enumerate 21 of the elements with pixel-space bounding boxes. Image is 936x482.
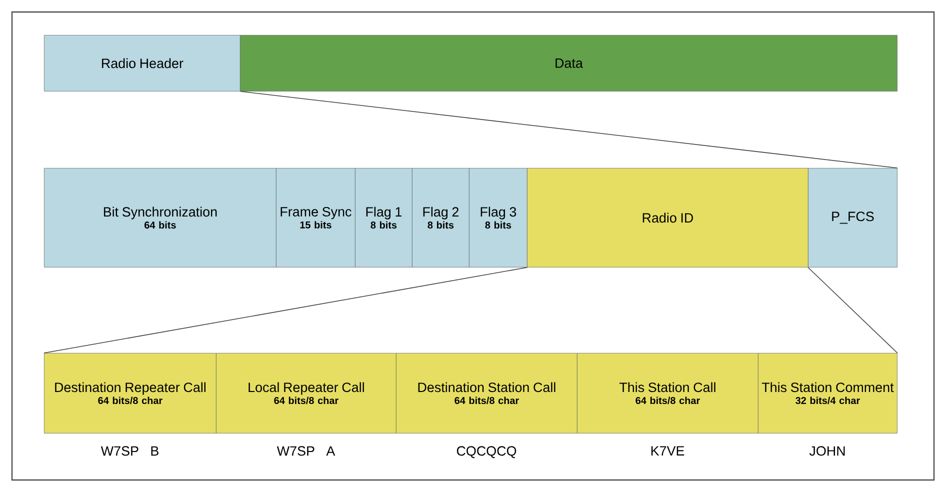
field-cell: Destination Repeater Call 64 bits/8 char bbox=[44, 353, 216, 434]
field-cell: Radio ID bbox=[527, 168, 808, 268]
callsign-label: CQCQCQ bbox=[456, 446, 516, 458]
field-cell: Radio Header bbox=[44, 35, 240, 92]
callsign-label: JOHN bbox=[809, 446, 845, 456]
expansion-line bbox=[808, 267, 898, 354]
field-cell: Destination Station Call 64 bits/8 char bbox=[396, 353, 578, 434]
field-cell: Local Repeater Call 64 bits/8 char bbox=[216, 353, 396, 434]
field-cell: P_FCS bbox=[808, 168, 898, 268]
expansion-line bbox=[240, 91, 898, 168]
field-cell: Flag 2 8 bits bbox=[412, 168, 470, 268]
field-cell: This Station Comment 32 bits/4 char bbox=[758, 353, 898, 434]
field-cell: Flag 3 8 bits bbox=[469, 168, 528, 268]
field-cell: This Station Call 64 bits/8 char bbox=[577, 353, 758, 434]
field-cell: Data bbox=[240, 35, 898, 92]
callsign-label: W7SP B bbox=[100, 446, 158, 456]
field-cell: Frame Sync 15 bits bbox=[276, 168, 356, 268]
callsign-label: K7VE bbox=[651, 446, 684, 456]
field-cell: Flag 1 8 bits bbox=[355, 168, 412, 268]
expansion-line bbox=[44, 267, 528, 354]
callsign-label: W7SP A bbox=[276, 446, 336, 456]
